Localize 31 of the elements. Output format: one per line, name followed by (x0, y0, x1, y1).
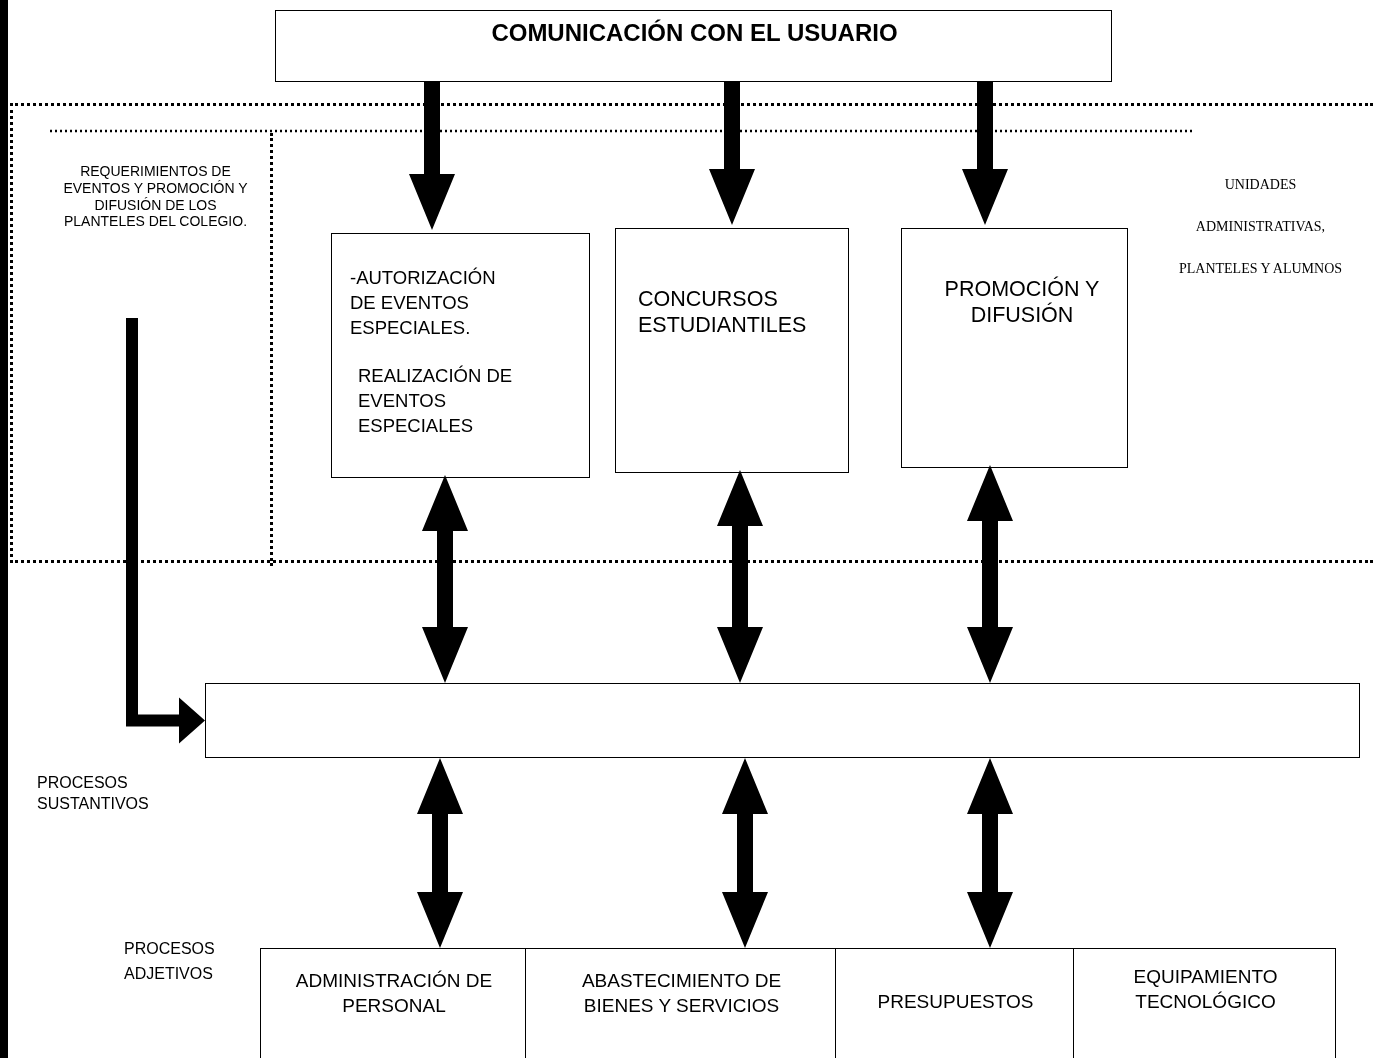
node-text: ABASTECIMIENTO DE BIENES Y SERVICIOS (580, 969, 783, 1018)
node-text: -AUTORIZACIÓN DE EVENTOS ESPECIALES. (350, 266, 497, 340)
process-box (275, 10, 1112, 82)
double-arrow (967, 465, 1013, 683)
arrow (126, 318, 205, 744)
arrow (709, 82, 755, 225)
dotted-region (10, 103, 1373, 563)
double-arrow (967, 758, 1013, 948)
node-text: COMUNICACIÓN CON EL USUARIO (490, 19, 899, 48)
node-text: ADMINISTRACIÓN DE PERSONAL (294, 969, 494, 1018)
double-arrow (717, 470, 763, 683)
node-text: PRESUPUESTOS (876, 991, 1035, 1014)
double-arrow (417, 758, 463, 948)
node-text: EQUIPAMIENTO TECNOLÓGICO (1132, 965, 1279, 1014)
side-label: PROCESOS SUSTANTIVOS (37, 773, 150, 814)
process-box (260, 948, 526, 1058)
process-box (615, 228, 849, 473)
node-text: REQUERIMIENTOS DE EVENTOS Y PROMOCIÓN Y DIFUSIÓN DE LOS PLANTELES DEL COLEGIO. (63, 163, 248, 231)
node-text: REALIZACIÓN DE EVENTOS ESPECIALES (358, 364, 514, 438)
side-label: PROCESOS ADJETIVOS (124, 939, 216, 984)
double-arrow (422, 475, 468, 683)
node-text: PROMOCIÓN Y DIFUSIÓN (943, 277, 1101, 329)
node-text: UNIDADES ADMINISTRATIVAS, PLANTELES Y ALUMNOS (1178, 176, 1343, 278)
arrow (409, 82, 455, 230)
node-text: CONCURSOS ESTUDIANTILES (638, 287, 808, 339)
process-box (1073, 948, 1336, 1058)
process-bar (205, 683, 1360, 758)
process-box (331, 233, 590, 478)
arrow (962, 82, 1008, 225)
process-box (901, 228, 1128, 468)
double-arrow (722, 758, 768, 948)
